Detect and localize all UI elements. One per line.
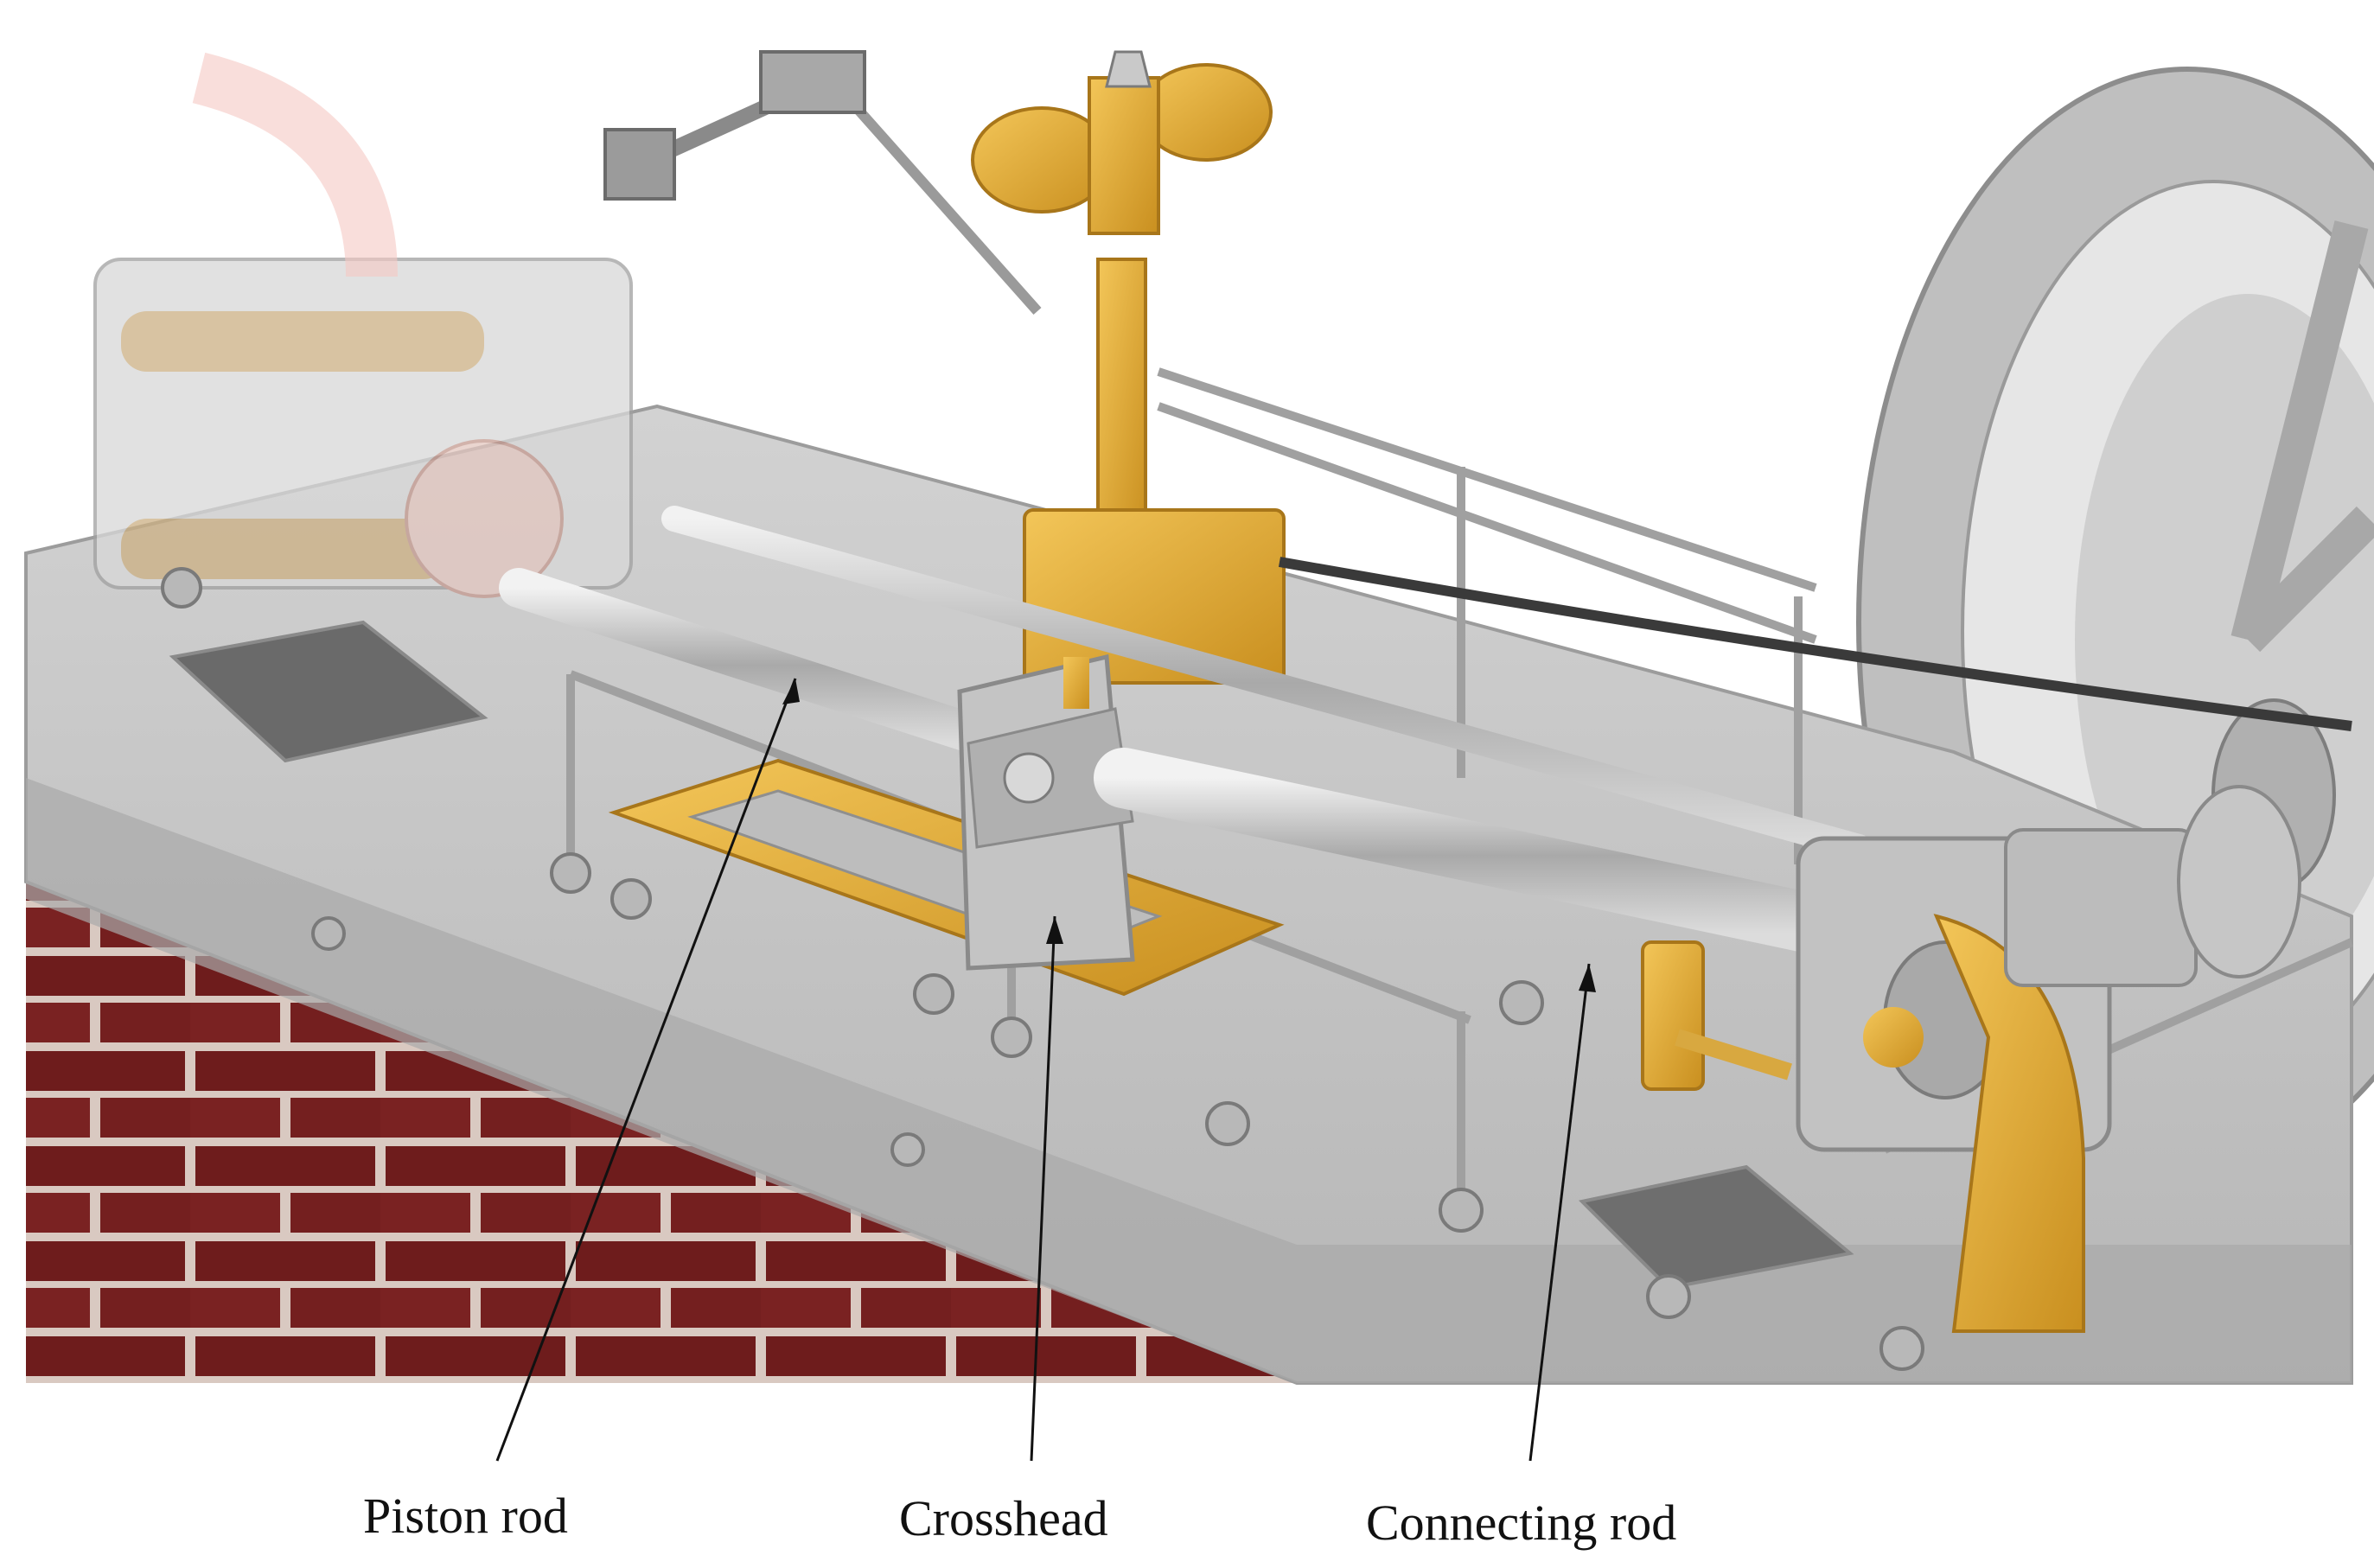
crank-bearing <box>1796 785 2301 1333</box>
leader-crosshead <box>1030 915 1056 1462</box>
leader-piston-rod-arrowhead <box>782 679 800 704</box>
valve-linkage <box>467 50 1042 393</box>
label-connecting-rod: Connecting rod <box>1366 1495 1677 1551</box>
bed-opening-right <box>1578 1164 1854 1291</box>
engine-bed-edge <box>26 778 2352 1383</box>
lubricator <box>1641 940 1792 1091</box>
cylinder-assembly <box>93 52 633 598</box>
bolt-heads <box>161 567 1924 1371</box>
bed-opening-left <box>169 620 488 763</box>
leader-crosshead-arrowhead <box>1046 916 1063 944</box>
drive-belt <box>1278 557 2352 731</box>
valve-rod <box>661 506 1872 860</box>
railing <box>566 367 2354 1210</box>
piston-rod <box>499 568 1023 763</box>
label-crosshead: Crosshead <box>899 1490 1108 1546</box>
leader-piston-rod <box>495 678 797 1462</box>
governor <box>971 50 1286 685</box>
crosshead <box>957 653 1135 971</box>
label-piston-rod: Piston rod <box>363 1488 568 1544</box>
connecting-rod <box>1094 748 1889 964</box>
leader-connecting-rod-arrowhead <box>1579 964 1596 992</box>
leader-connecting-rod <box>1528 963 1591 1462</box>
